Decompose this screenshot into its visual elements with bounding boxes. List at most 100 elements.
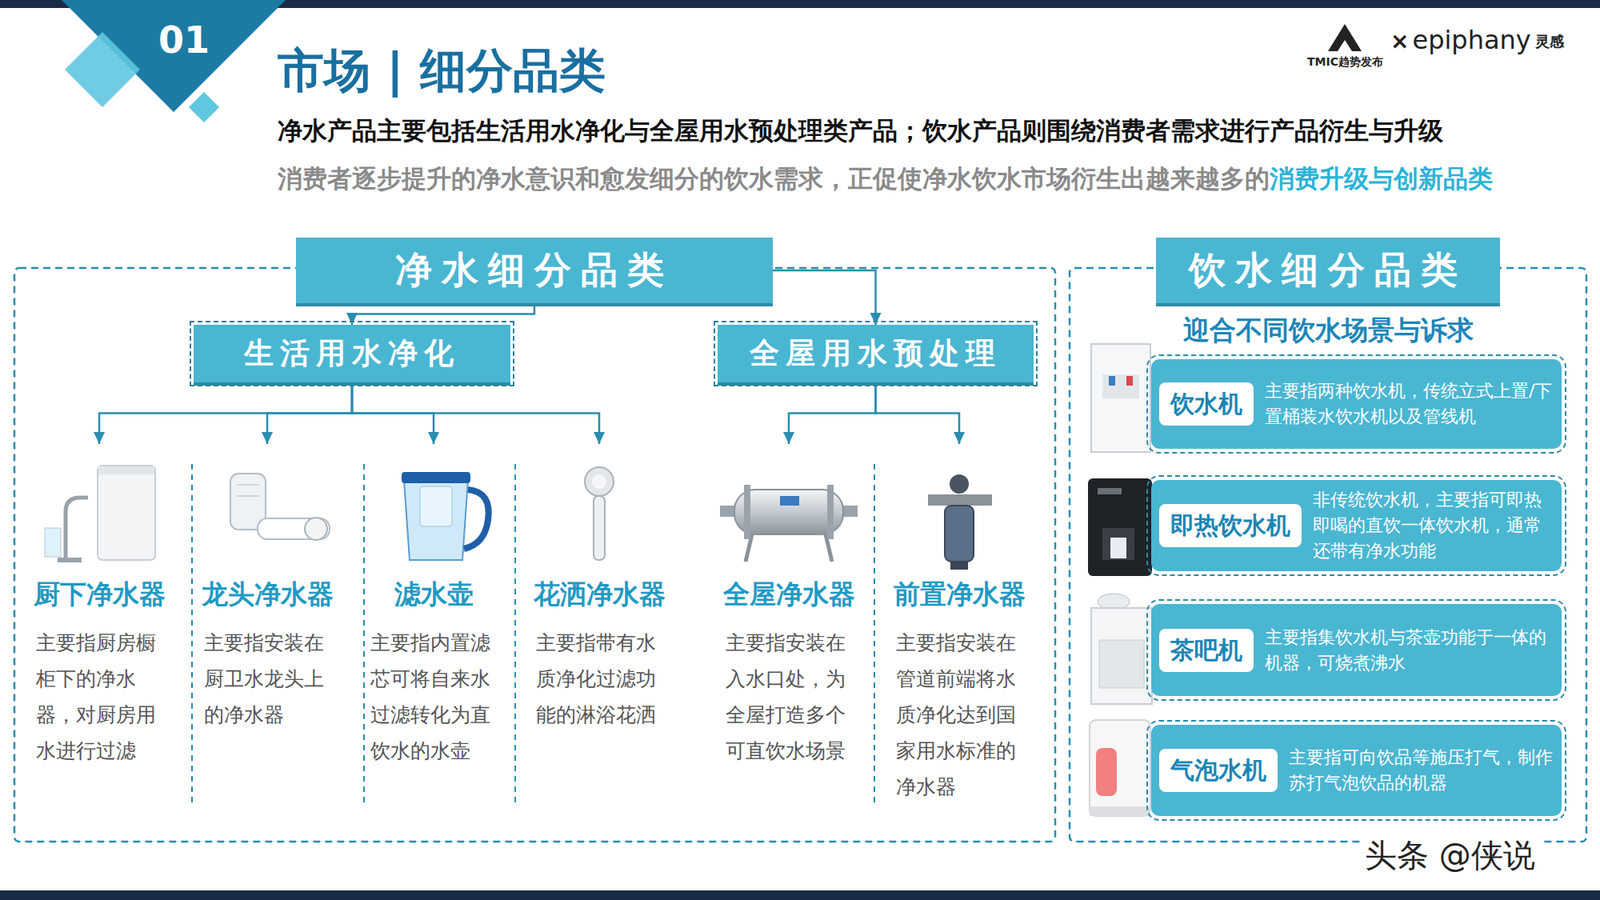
soda-machine-illustration [1096, 748, 1117, 796]
water-dispenser-illustration [1108, 376, 1116, 386]
subtitle: 净水产品主要包括生活用水净化与全屋用水预处理类产品；饮水产品则围绕消费者需求进行… [277, 114, 1444, 147]
badge-number: 01 [152, 16, 216, 64]
connector-arrow [788, 382, 876, 444]
band-label: 全屋用水预处理 [749, 333, 1002, 374]
product-description: 主要指安装在入水口处，为全屋打造多个可直饮水场景 [725, 624, 852, 769]
product-description: 主要指带有水质净化过滤功能的淋浴花洒 [536, 624, 663, 733]
water-dispenser-illustration [1091, 344, 1151, 452]
connector-arrow [772, 270, 876, 325]
product-name: 茶吧机 [1159, 628, 1254, 672]
band-label: 净水细分品类 [395, 245, 674, 296]
badge-shapes [61, 0, 286, 123]
filter-pitcher-illustration [420, 486, 452, 527]
logo-icon [1328, 24, 1362, 52]
pre-filter-illustration [928, 474, 992, 570]
subtitle-grey: 消费者逐步提升的净水意识和愈发细分的饮水需求，正促使净水饮水市场衍生出越来越多的 [277, 164, 1270, 193]
instant-hot-dispenser-illustration [1088, 478, 1152, 576]
pre-filter-illustration [928, 494, 992, 506]
watermark: 头条 @侠说 [1360, 835, 1540, 876]
product-column: 龙头净水器主要指安装在厨卫水龙头上的净水器 [187, 444, 348, 733]
subtitle-row: 消费者逐步提升的净水意识和愈发细分的饮水需求，正促使净水饮水市场衍生出越来越多的… [277, 162, 1493, 195]
connector-arrow [99, 382, 352, 444]
whole-house-purifier-illustration [734, 489, 844, 535]
subcategory-band: 全屋用水预处理 [717, 324, 1034, 383]
connector-arrow [352, 303, 535, 325]
filter-pitcher-illustration [401, 472, 471, 484]
product-card: 气泡水机主要指可向饮品等施压打气，制作苏打气泡饮品的机器 [1151, 724, 1562, 816]
filter-pitcher-illustration [464, 489, 489, 549]
product-name: 厨下净水器 [19, 578, 180, 611]
product-column: 前置净水器主要指安装在管道前端将水质净化达到国家用水标准的净水器 [879, 444, 1040, 805]
logo-wordmark-cn: 灵感 [1535, 32, 1564, 52]
product-name: 气泡水机 [1159, 748, 1278, 792]
pre-filter-illustration [949, 474, 969, 494]
kitchen-purifier-illustration [65, 497, 88, 560]
column-separators [514, 464, 516, 807]
badge-shapes [188, 92, 220, 123]
subtitle-highlight: 消费升级与创新品类 [1269, 164, 1493, 193]
instant-hot-dispenser-illustration [1102, 528, 1135, 560]
faucet-purifier-illustration [236, 484, 260, 486]
product-column: 全屋净水器主要指安装在入水口处，为全屋打造多个可直饮水场景 [708, 444, 869, 769]
subcategory-band: 生活用水净化 [193, 324, 511, 383]
panel-subheading: 迎合不同饮水场景与诉求 [1069, 313, 1587, 348]
faucet-purifier-illustration [257, 518, 330, 540]
product-description: 主要指可向饮品等施压打气，制作苏打气泡饮品的机器 [1288, 744, 1556, 796]
right-panel-outline [1069, 268, 1587, 842]
tea-bar-illustration [1091, 608, 1152, 704]
instant-hot-dispenser-illustration [1110, 537, 1127, 559]
filter-pitcher-illustration [401, 472, 489, 560]
connector-arrow [352, 382, 600, 444]
shower-purifier-illustration [593, 496, 605, 560]
water-dispenser-illustration [1102, 374, 1140, 399]
column-separators [873, 464, 876, 807]
category-band: 饮水细分品类 [1156, 237, 1500, 304]
product-description: 非传统饮水机，主要指可即热即喝的直饮一体饮水机，通常还带有净水功能 [1312, 487, 1556, 564]
kitchen-purifier-illustration [44, 528, 61, 557]
soda-machine-illustration [1089, 720, 1151, 816]
kitchen-purifier-illustration [44, 465, 156, 563]
connector-arrow [267, 382, 352, 444]
kitchen-purifier-illustration [97, 465, 156, 560]
product-name: 滤水壶 [353, 578, 514, 611]
whole-house-purifier-illustration [827, 484, 834, 540]
band-label: 生活用水净化 [244, 333, 460, 374]
shower-purifier-illustration [584, 467, 614, 496]
pre-filter-illustration [950, 561, 968, 570]
column-separators [192, 464, 875, 807]
product-name: 饮水机 [1159, 382, 1254, 426]
product-name: 前置净水器 [879, 578, 1040, 611]
bottom-bar [0, 890, 1600, 900]
tea-bar-illustration [1091, 593, 1152, 704]
filter-pitcher-illustration [404, 480, 468, 560]
product-description: 主要指两种饮水机，传统立式上置/下置桶装水饮水机以及管线机 [1264, 378, 1556, 430]
faucet-purifier-illustration [304, 517, 328, 540]
connector-arrow [876, 382, 960, 444]
product-name: 全屋净水器 [708, 578, 869, 611]
logo-icon [1328, 24, 1362, 52]
instant-hot-dispenser-illustration [1088, 478, 1152, 576]
kitchen-purifier-illustration [98, 466, 155, 475]
shower-purifier-illustration [592, 474, 607, 489]
instant-hot-dispenser-illustration [1097, 488, 1122, 495]
column-separators [363, 464, 365, 807]
product-card: 饮水机主要指两种饮水机，传统立式上置/下置桶装水饮水机以及管线机 [1151, 359, 1562, 449]
whole-house-purifier-illustration [744, 484, 751, 540]
product-name: 即热饮水机 [1159, 504, 1302, 548]
badge-shapes [61, 0, 286, 112]
whole-house-purifier-illustration [780, 496, 800, 506]
product-description: 主要指集饮水机与茶壶功能于一体的机器，可烧煮沸水 [1264, 624, 1556, 676]
faucet-purifier-illustration [230, 473, 330, 540]
badge-shapes [64, 32, 140, 108]
shower-purifier-illustration [584, 467, 614, 560]
category-band: 净水细分品类 [296, 237, 773, 304]
left-panel-outline [14, 268, 1056, 842]
product-column: 滤水壶主要指内置滤芯可将自来水过滤转化为直饮水的水壶 [353, 444, 514, 769]
whole-house-purifier-illustration [720, 484, 858, 562]
product-description: 主要指安装在管道前端将水质净化达到国家用水标准的净水器 [896, 624, 1023, 805]
soda-machine-illustration [1089, 806, 1151, 816]
product-description: 主要指安装在厨卫水龙头上的净水器 [204, 624, 331, 733]
logo-wordmark: epiphany [1412, 24, 1531, 56]
